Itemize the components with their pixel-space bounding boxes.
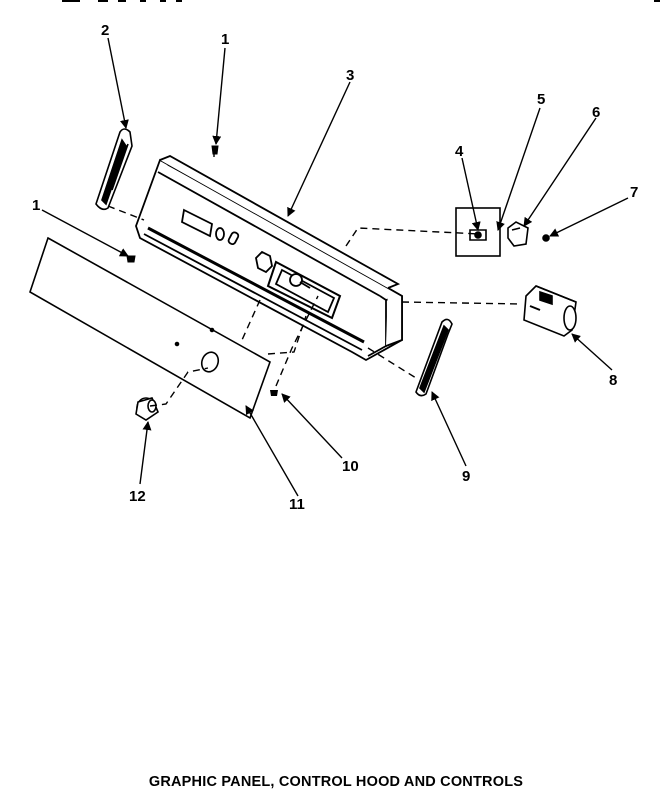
callout-label: 3 — [346, 67, 354, 84]
callout-label: 8 — [609, 372, 617, 389]
callout-label: 10 — [342, 458, 359, 475]
graphic-panel-part — [29, 236, 271, 420]
callout-label: 11 — [289, 496, 305, 513]
control-hood-part — [135, 155, 403, 362]
callout-label: 2 — [101, 22, 109, 39]
leader-lines — [41, 37, 629, 497]
callout-label: 7 — [630, 184, 638, 201]
callout-label: 5 — [537, 91, 545, 108]
callout-label: 1 — [221, 31, 229, 48]
screw-part-10 — [270, 390, 278, 396]
timer-part — [523, 285, 577, 337]
callout-label: 1 — [32, 197, 40, 214]
callout-labels: 2 1 3 1 4 5 6 7 8 9 10 11 12 — [32, 22, 638, 513]
callout-label: 6 — [592, 104, 600, 121]
assembly-guide-lines — [107, 150, 523, 407]
knob-part — [135, 397, 159, 421]
callout-label: 4 — [455, 143, 464, 160]
switch-bracket-part — [455, 207, 550, 257]
callout-label: 12 — [129, 488, 146, 505]
screw-part — [126, 145, 219, 263]
right-end-cap-part — [415, 318, 453, 397]
left-end-cap-part — [95, 128, 133, 211]
callout-label: 9 — [462, 468, 470, 485]
diagram-caption: GRAPHIC PANEL, CONTROL HOOD AND CONTROLS — [148, 774, 524, 790]
